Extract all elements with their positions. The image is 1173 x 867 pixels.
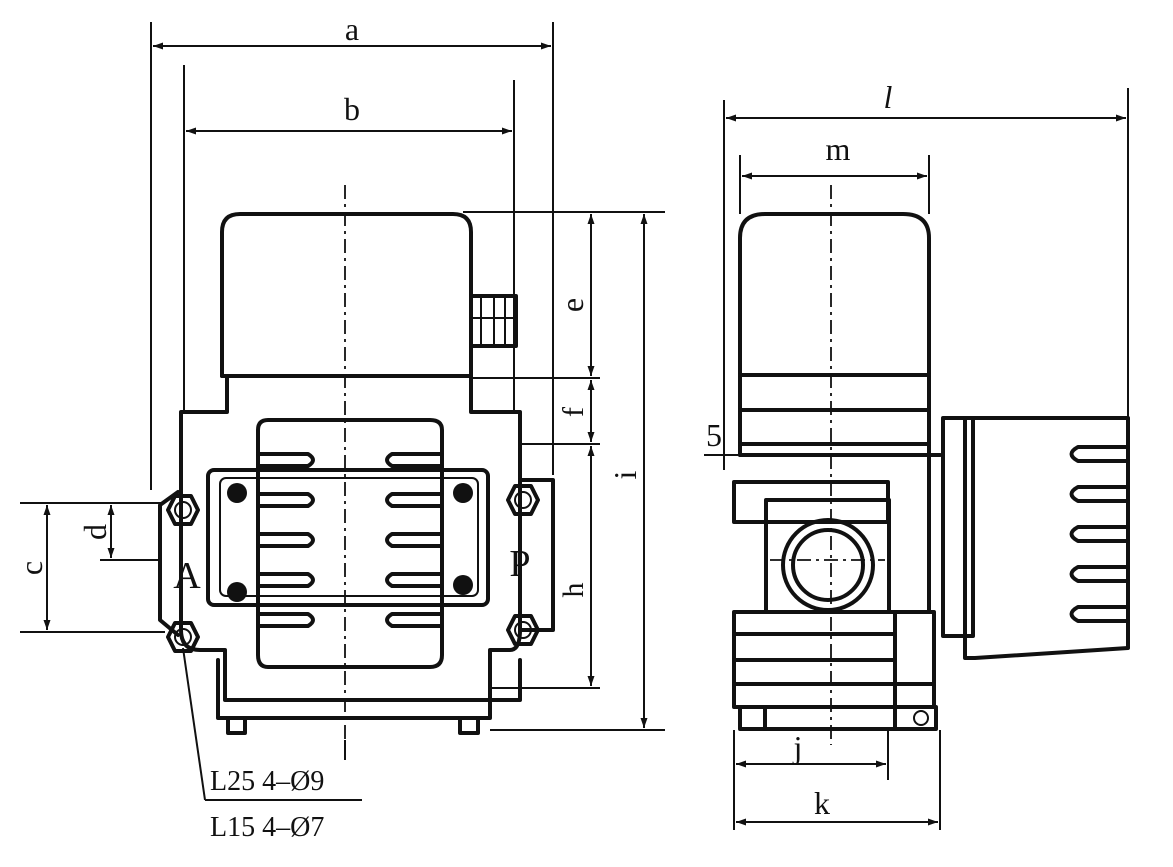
side-port-circle	[781, 518, 875, 612]
side-connector-fins	[1069, 445, 1130, 623]
mount-dot	[453, 575, 473, 595]
front-dimensions	[20, 22, 665, 801]
coil-fins-right	[385, 452, 444, 628]
mount-dot	[227, 582, 247, 602]
label-c: c	[13, 561, 49, 575]
front-view	[158, 185, 555, 760]
side-connector-block	[963, 416, 1130, 660]
label-f: f	[557, 407, 590, 417]
port-label-p: P	[509, 543, 530, 585]
label-k: k	[814, 785, 830, 821]
hex-nut	[506, 614, 540, 646]
side-solenoid-cap	[738, 212, 931, 457]
note-line-1: L25 4–Ø9	[210, 766, 324, 797]
label-a: a	[345, 11, 359, 47]
side-base	[738, 705, 938, 731]
label-i: i	[607, 470, 643, 479]
coil-fins-left	[256, 452, 315, 628]
mount-dot	[227, 483, 247, 503]
valve-body-upper	[179, 374, 522, 472]
valve-body	[179, 448, 522, 702]
label-m: m	[826, 131, 851, 167]
hex-nut	[166, 621, 200, 653]
mount-dot	[453, 483, 473, 503]
note-line-2: L15 4–Ø7	[210, 812, 324, 843]
solenoid-cap	[220, 212, 473, 378]
side-view	[732, 185, 1130, 745]
label-h: h	[557, 583, 590, 598]
port-label-a: A	[173, 555, 201, 597]
label-5: 5	[706, 417, 722, 453]
hex-nut	[166, 494, 200, 526]
coil-block	[256, 418, 444, 669]
side-dimensions	[704, 88, 1129, 830]
label-b: b	[344, 91, 360, 127]
label-j: j	[793, 729, 803, 765]
flange-left	[158, 490, 180, 637]
inner-plate	[206, 468, 490, 607]
label-d: d	[77, 524, 113, 540]
label-l: l	[884, 79, 893, 115]
hex-nut	[506, 484, 540, 516]
side-connector-plate	[941, 416, 975, 638]
label-e: e	[554, 298, 590, 312]
